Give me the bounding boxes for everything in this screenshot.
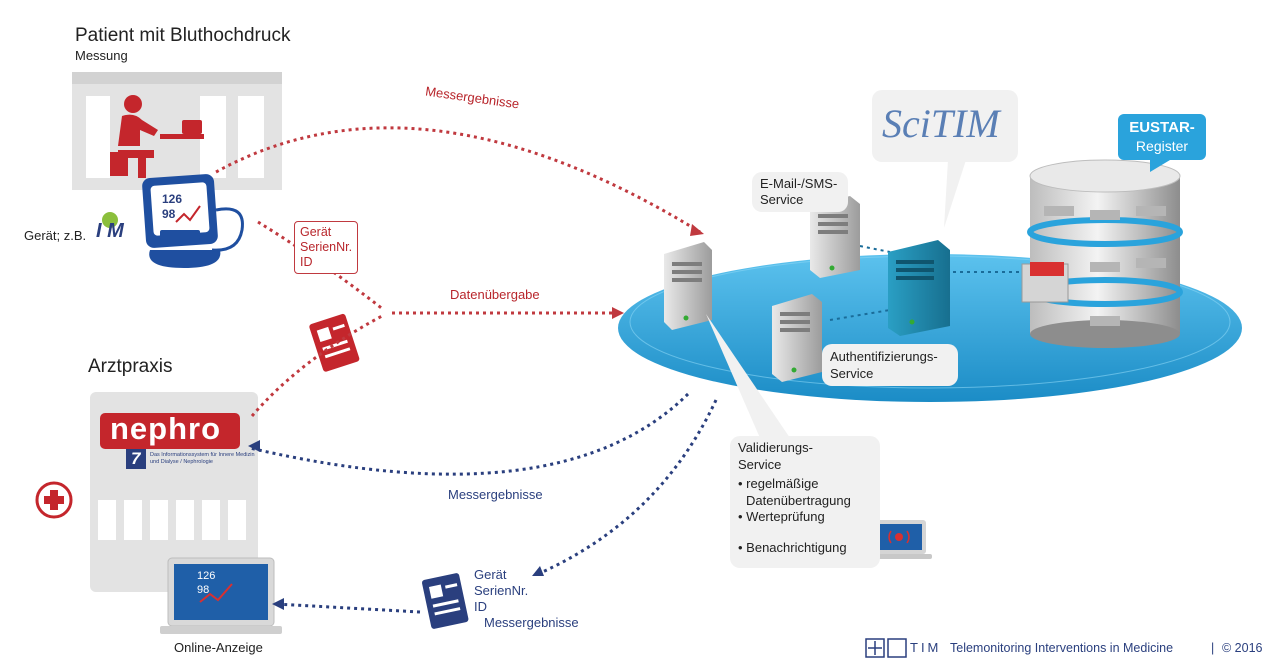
laptop-value-1: 126: [197, 570, 216, 582]
bottom-list-line-4: Messergebnisse: [484, 615, 579, 630]
eustar-label-line-1: EUSTAR-: [1129, 119, 1195, 136]
geraet-box-line-1: Gerät: [300, 225, 332, 239]
flow-geraet: [257, 220, 385, 312]
nephro-tagline: Das Informationssystem für Innere Medizi…: [150, 452, 255, 465]
device-label: Gerät; z.B.: [24, 228, 87, 243]
flow-messergebnisse-top: [215, 126, 701, 234]
patient-title: Patient mit Bluthochdruck: [75, 25, 291, 46]
tim-logo-icon: [865, 638, 907, 658]
validation-item-2: Datenübertragung: [746, 492, 851, 508]
flow-praxis-up: [250, 314, 383, 417]
nephro-logo: [100, 413, 240, 469]
server-email-icon: [810, 196, 860, 278]
validation-callout-tail: [706, 314, 790, 438]
validation-callout: Validierungs- Service • regelmäßige Date…: [730, 436, 880, 568]
validation-title-1: Validierungs-: [738, 440, 813, 455]
nephro-version: 7: [131, 449, 141, 468]
flow-label-messergebnisse-bottom: Messergebnisse: [448, 487, 543, 502]
bp-value-1: 126: [162, 192, 183, 206]
bottom-list-line-2: SerienNr.: [474, 583, 529, 598]
eustar-label-line-2: Register: [1135, 138, 1189, 154]
geraet-box-line-3: ID: [300, 255, 313, 269]
red-cross-icon: [35, 481, 73, 519]
validation-item-3: • Werteprüfung: [738, 509, 825, 524]
flow-messergebnisse-bottom: [249, 392, 690, 476]
bp-monitor-icon: [142, 174, 244, 268]
validation-item-1: • regelmäßige: [738, 476, 819, 491]
flow-laptop: [275, 602, 421, 614]
flow-online: [537, 399, 718, 576]
auth-service-label: Authentifizierungs- Service: [830, 348, 938, 382]
auth-service-callout: Authentifizierungs- Service: [822, 344, 958, 386]
email-service-line-1: E-Mail-/SMS-: [760, 176, 838, 191]
iem-logo: [102, 212, 118, 228]
validation-item-4: • Benachrichtigung: [738, 539, 847, 555]
scitim-callout: SciTIM: [872, 90, 1018, 162]
arrowheads: [248, 224, 704, 610]
database-icon: [1021, 159, 1183, 348]
auth-service-line-1: Authentifizierungs-: [830, 349, 938, 364]
alert-laptop-icon: [866, 520, 932, 559]
patient-subtitle: Messung: [75, 48, 128, 63]
bottom-list-line-3: ID: [474, 599, 487, 614]
nephro-logo-text: nephro: [110, 411, 222, 446]
email-service-callout: E-Mail-/SMS- Service: [752, 172, 848, 212]
bp-value-2: 98: [162, 207, 176, 221]
auth-service-line-2: Service: [830, 366, 874, 381]
patient-figure-icon: [110, 95, 204, 178]
bottom-list-line-1: Gerät: [474, 567, 507, 582]
document-red-icon: [309, 313, 360, 372]
flow-label-datenuebergabe: Datenübergabe: [450, 287, 540, 302]
footer-logo: TIM: [910, 640, 942, 655]
server-scitim-icon: [888, 240, 950, 336]
validation-label: Validierungs- Service • regelmäßige Date…: [738, 440, 851, 556]
footer-copyright: © 2016: [1222, 641, 1263, 655]
footer-text: Telemonitoring Interventions in Medicine: [950, 641, 1174, 655]
patient-building: [72, 72, 282, 190]
server-auth-icon: [772, 294, 822, 382]
footer-separator: |: [1211, 641, 1215, 655]
scitim-callout-tail: [944, 160, 966, 228]
bottom-list: Gerät SerienNr. ID Messergebnisse: [474, 567, 579, 631]
validation-title-2: Service: [738, 456, 782, 472]
eustar-label-tail: [1150, 160, 1170, 172]
geraet-box: Gerät SerienNr. ID: [294, 221, 359, 274]
device-brand: I M: [96, 220, 124, 242]
server-main-icon: [664, 242, 712, 330]
scitim-logo: SciTIM: [882, 101, 1000, 146]
laptop-value-2: 98: [197, 584, 210, 596]
email-service-line-2: Service: [760, 192, 804, 207]
online-label: Online-Anzeige: [174, 640, 263, 655]
email-service-label: E-Mail-/SMS- Service: [760, 176, 837, 208]
document-blue-icon: [421, 573, 469, 629]
laptop-icon: [160, 557, 282, 634]
eustar-label: EUSTAR- Register: [1118, 114, 1206, 160]
praxis-title: Arztpraxis: [88, 356, 173, 377]
geraet-box-line-2: SerienNr.: [300, 240, 353, 254]
